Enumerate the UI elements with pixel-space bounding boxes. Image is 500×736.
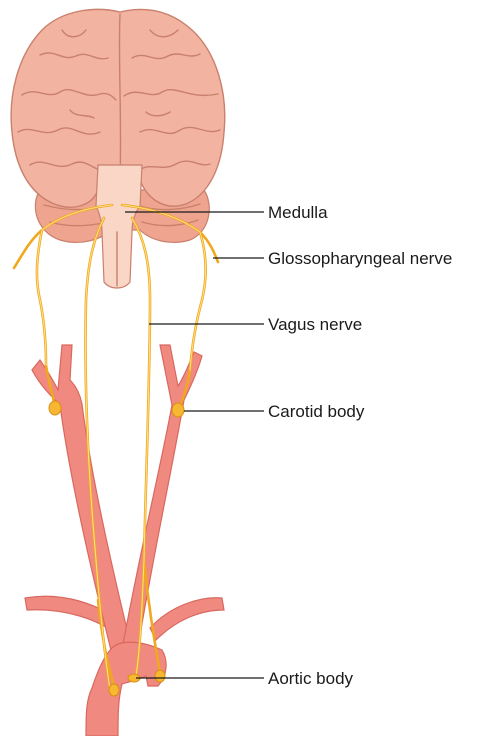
brain [11, 9, 225, 288]
carotid-body-label: Carotid body [268, 402, 365, 421]
medulla-label: Medulla [268, 203, 328, 222]
right-subclavian-branch [150, 598, 224, 640]
vagus-nerve-label: Vagus nerve [268, 315, 362, 334]
carotid-body-left [49, 401, 61, 415]
aortic-body-label: Aortic body [268, 669, 354, 688]
carotid-body-right [172, 403, 184, 417]
aortic-body-left [109, 684, 119, 696]
aortic-body-right [155, 670, 165, 682]
aorta [86, 642, 166, 736]
labels: Medulla Glossopharyngeal nerve Vagus ner… [268, 203, 452, 688]
glossopharyngeal-nerve-label: Glossopharyngeal nerve [268, 249, 452, 268]
